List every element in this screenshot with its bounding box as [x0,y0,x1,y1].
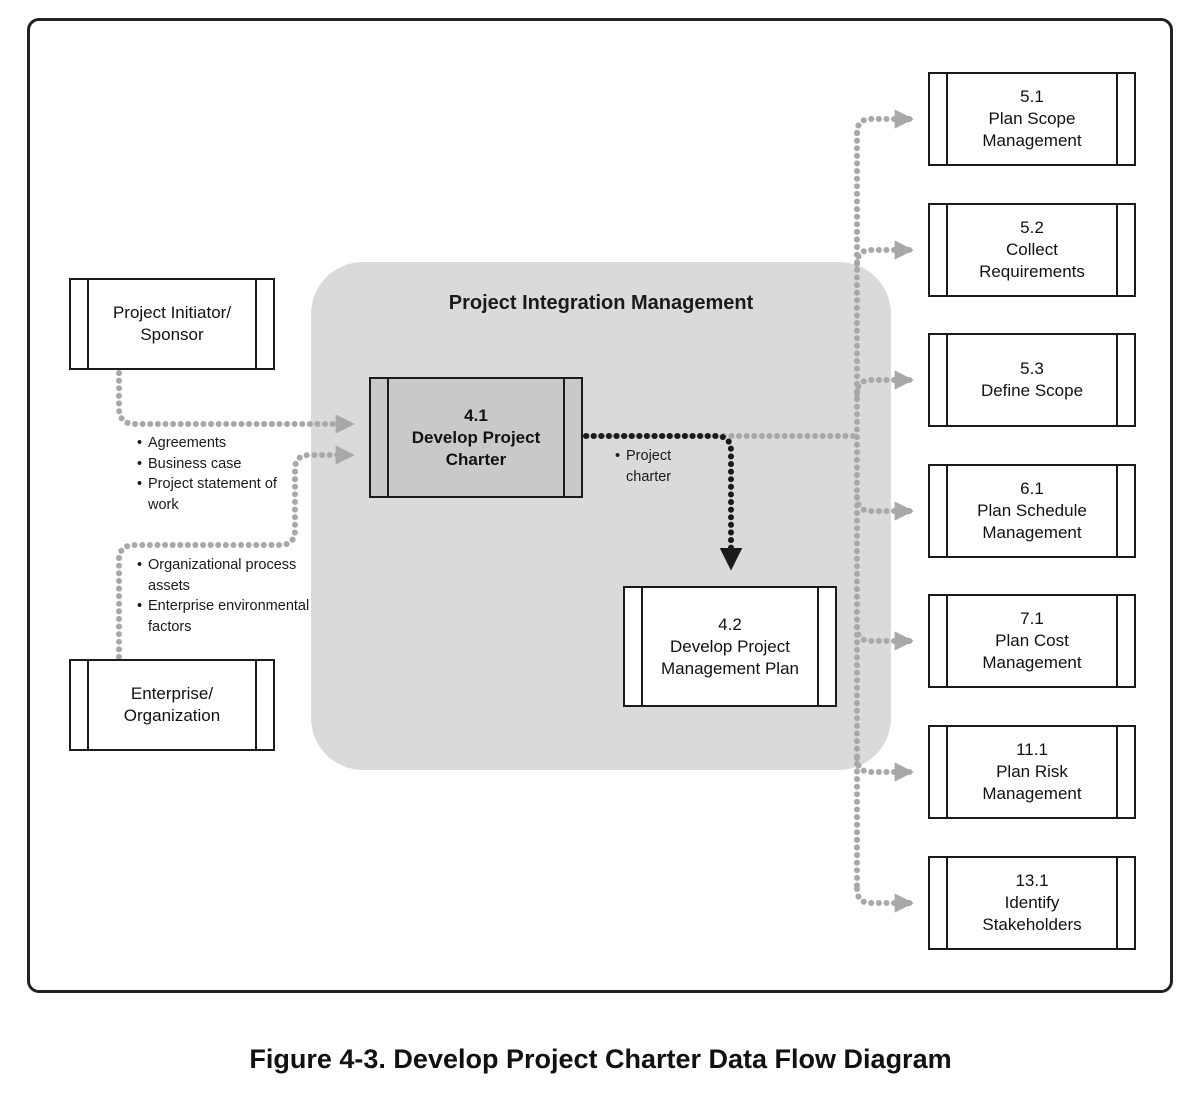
target-process-name: Plan Scope Management [982,109,1082,150]
input-item: Project statement of work [137,474,283,515]
target-process-name: Plan Cost Management [982,631,1082,672]
target-process-name: Define Scope [980,381,1084,400]
input-item: Organizational process assets [137,555,312,596]
charter-to-target-arrow [854,755,914,782]
target-process-number: 5.1 [1020,87,1044,106]
target-process-name: Identify Stakeholders [982,893,1082,934]
process-4-2-box: 4.2 Develop Project Management Plan [623,586,837,707]
sponsor-entity: Project Initiator/ Sponsor [69,278,275,370]
input-item: Business case [137,454,307,475]
charter-to-plan-arrow [583,433,743,571]
target-process-number: 6.1 [1020,479,1044,498]
process-4-2-number: 4.2 [718,614,742,634]
process-4-1-box: 4.1 Develop Project Charter [369,377,583,498]
process-4-1-number: 4.1 [464,405,488,425]
target-process-number: 5.2 [1020,218,1044,237]
target-process-number: 11.1 [1016,740,1048,759]
diagram-frame [27,18,1173,993]
enterprise-inputs-list: Organizational process assets Enterprise… [137,555,312,637]
sponsor-input-arrow [116,370,355,434]
charter-to-target-arrow [854,886,914,913]
target-process-number: 7.1 [1020,609,1044,628]
target-process-name: Collect Requirements [979,240,1085,281]
process-4-2-name: Develop Project Management Plan [661,636,799,678]
figure-caption: Figure 4-3. Develop Project Charter Data… [249,1044,952,1074]
input-item: Enterprise environmental factors [137,596,312,637]
target-process-name: Plan Schedule Management [977,501,1087,542]
charter-to-target-arrow [854,109,914,136]
process-4-1-name: Develop Project Charter [411,427,541,469]
target-process-number: 13.1 [1015,871,1049,890]
sponsor-label: Project Initiator/ Sponsor [112,303,232,344]
charter-to-target-arrow [854,370,914,397]
charter-to-target-arrow [854,624,914,651]
target-process-name: Plan Risk Management [982,762,1082,803]
input-item: Agreements [137,433,307,454]
enterprise-label: Enterprise/ Organization [123,684,221,725]
enterprise-entity: Enterprise/ Organization [69,659,275,751]
charter-output-list: Project charter [615,446,705,487]
integration-area-title: Project Integration Management [448,292,754,314]
charter-to-target-arrow [854,240,914,267]
charter-to-target-arrow [854,494,914,521]
output-item: Project charter [615,446,696,487]
target-process-number: 5.3 [1020,359,1044,378]
sponsor-inputs-list: Agreements Business case Project stateme… [137,433,307,515]
